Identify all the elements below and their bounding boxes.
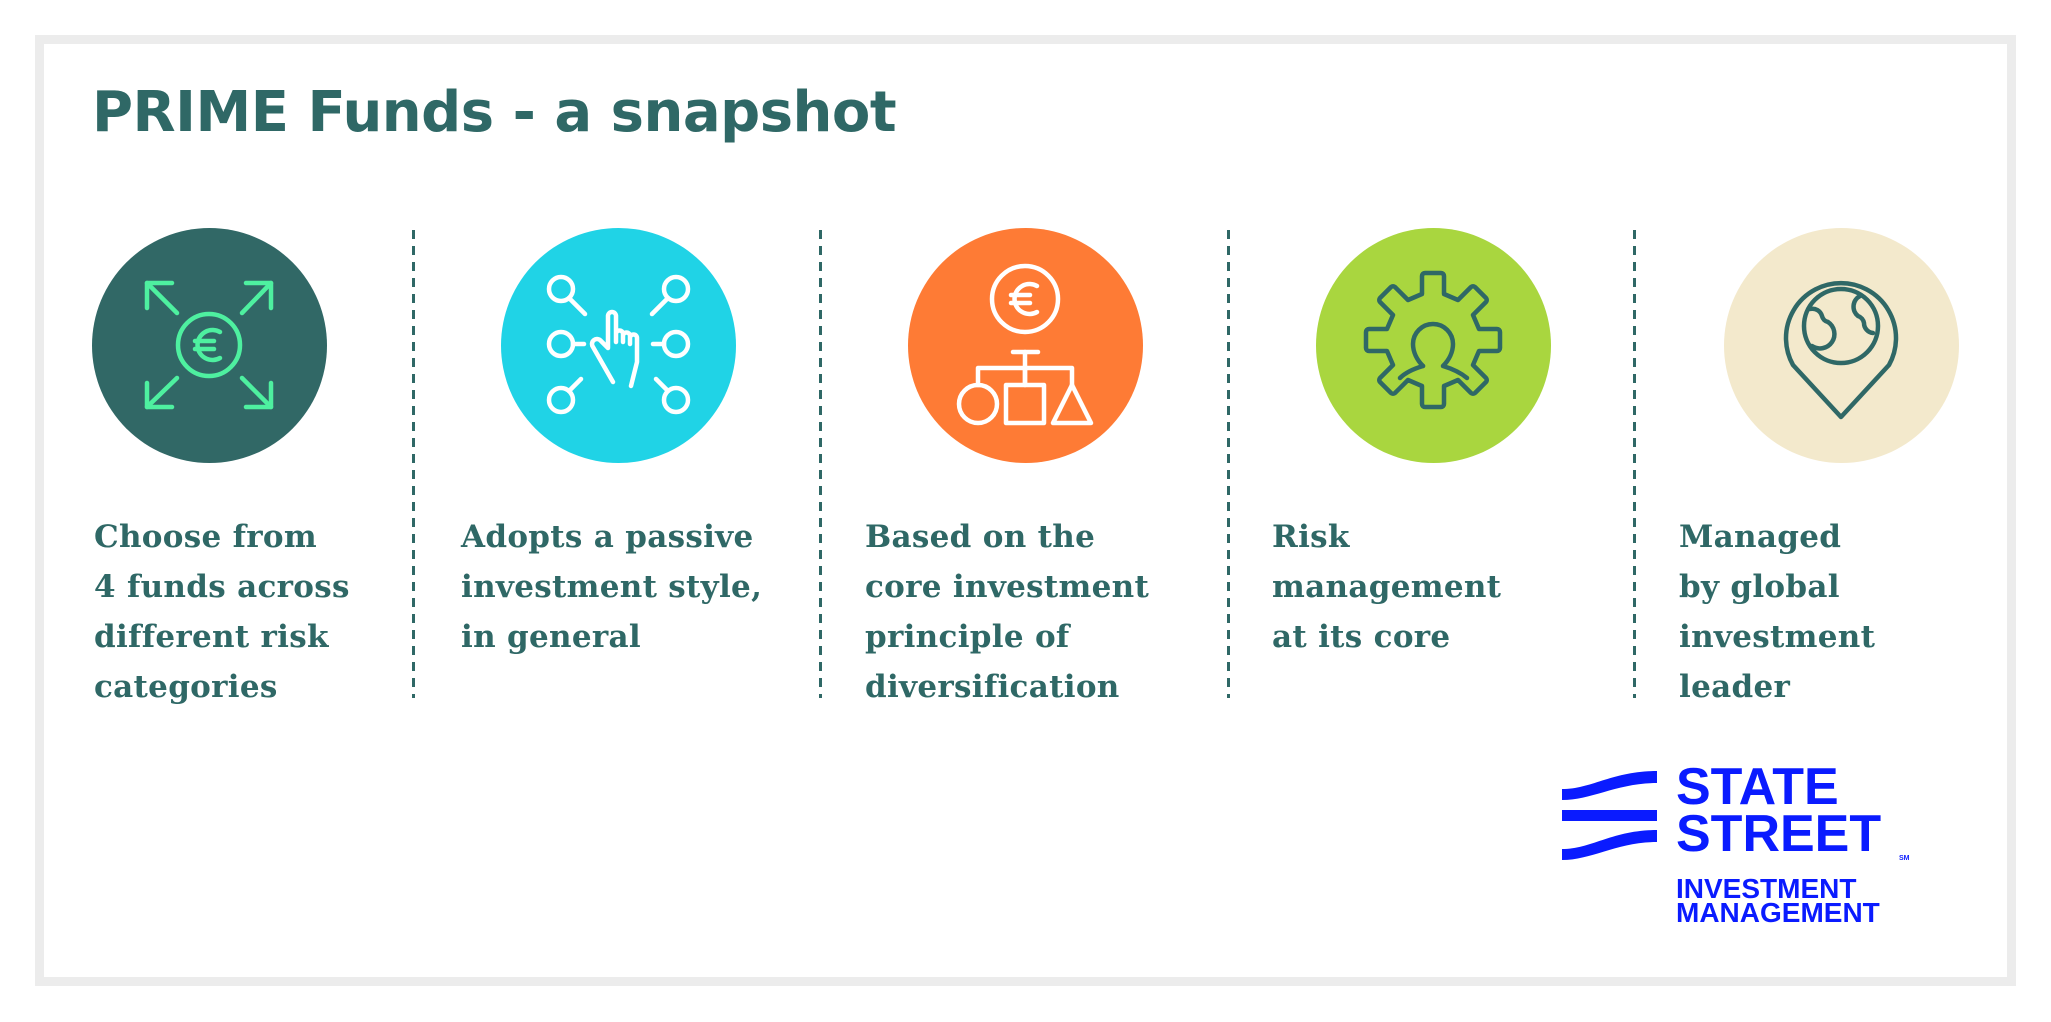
feature-5-line-1: Managed: [1679, 519, 1842, 555]
feature-1-line-4: categories: [94, 669, 278, 705]
column-divider: [819, 230, 822, 698]
logo-street: STREET: [1676, 805, 1882, 863]
feature-2-text: Adopts a passive investment style, in ge…: [461, 512, 762, 662]
feature-3-line-2: core investment: [865, 569, 1150, 605]
feature-5-text: Managed by global investment leader: [1679, 512, 1875, 712]
state-street-wave-mark-icon: [1562, 771, 1657, 860]
feature-4-circle: [1316, 228, 1551, 463]
feature-2-circle: [501, 228, 736, 463]
feature-2-line-1: Adopts a passive: [461, 519, 754, 555]
feature-1-line-1: Choose from: [94, 519, 317, 555]
logo-service-mark: SM: [1899, 855, 1910, 862]
page-title: PRIME Funds - a snapshot: [92, 80, 897, 145]
column-divider: [412, 230, 415, 698]
logo-investment: INVESTMENT: [1676, 873, 1857, 904]
column-divider: [1227, 230, 1230, 698]
feature-3-line-3: principle of: [865, 619, 1070, 655]
feature-2-line-3: in general: [461, 619, 641, 655]
state-street-logo: STATE STREET SM INVESTMENT MANAGEMENT: [1562, 758, 1912, 936]
euro-diversification-tree-icon: [956, 263, 1094, 426]
hand-pointer-network-icon: [546, 274, 691, 415]
feature-3-line-4: diversification: [865, 669, 1120, 705]
feature-1-text: Choose from 4 funds across different ris…: [94, 512, 350, 712]
column-divider: [1633, 230, 1636, 698]
feature-5-line-2: by global: [1679, 569, 1840, 605]
euro-expand-arrows-icon: [144, 280, 274, 410]
feature-1-line-3: different risk: [94, 619, 329, 655]
feature-3-text: Based on the core investment principle o…: [865, 512, 1149, 712]
feature-5-line-3: investment: [1679, 619, 1876, 655]
logo-state: STATE: [1676, 758, 1839, 816]
feature-1-line-2: 4 funds across: [94, 569, 350, 605]
feature-3-line-1: Based on the: [865, 519, 1096, 555]
gear-person-icon: [1363, 270, 1503, 410]
feature-5-circle: [1724, 228, 1959, 463]
feature-4-line-2: management: [1272, 569, 1502, 605]
feature-1-circle: [92, 228, 327, 463]
infographic-frame: [35, 35, 2016, 986]
globe-location-pin-icon: [1783, 280, 1899, 420]
feature-4-line-3: at its core: [1272, 619, 1451, 655]
feature-5-line-4: leader: [1679, 669, 1791, 705]
feature-3-circle: [908, 228, 1143, 463]
feature-2-line-2: investment style,: [461, 569, 763, 605]
feature-4-line-1: Risk: [1272, 519, 1350, 555]
feature-4-text: Risk management at its core: [1272, 512, 1501, 662]
logo-management: MANAGEMENT: [1676, 897, 1880, 928]
